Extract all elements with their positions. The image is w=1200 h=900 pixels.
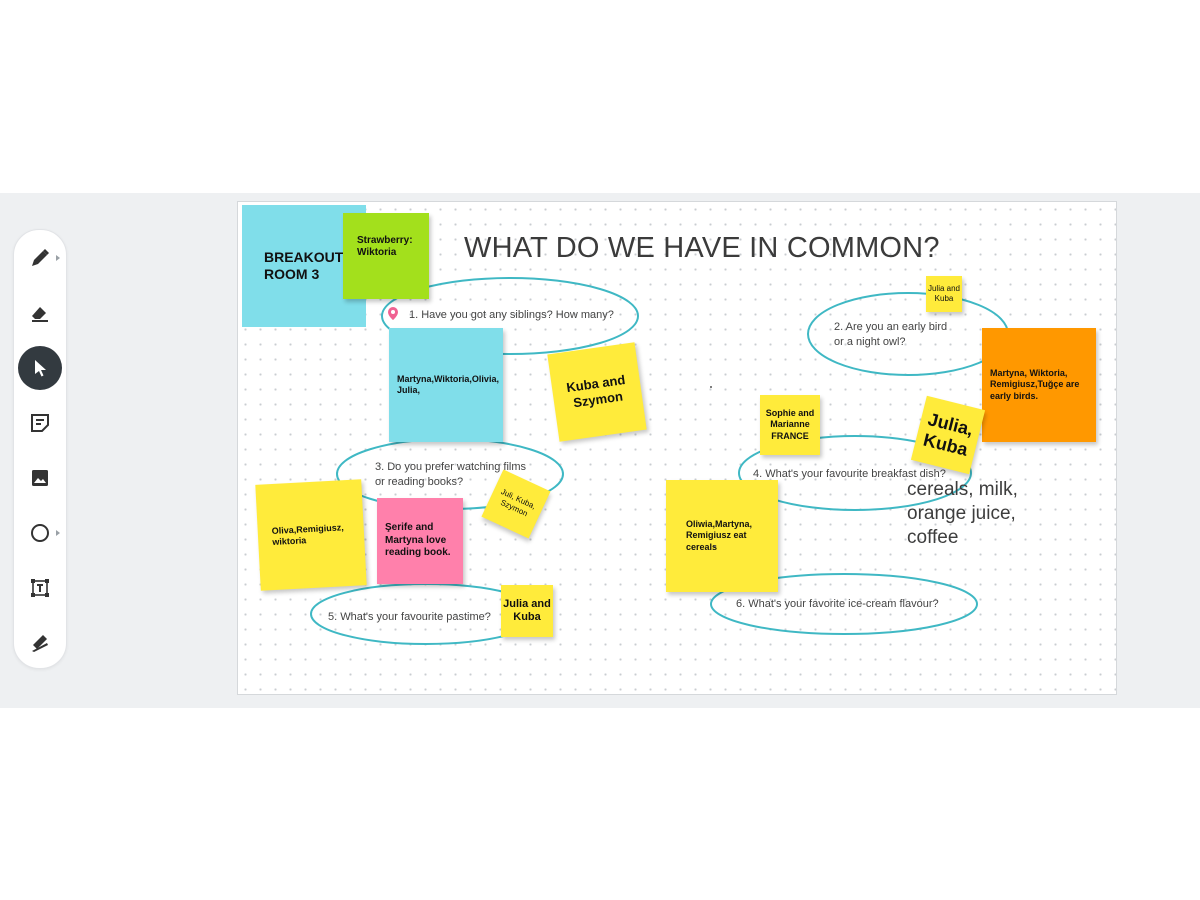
note-kuba-szymon[interactable]: Kuba and Szymon [547,342,647,442]
text-box-tool-button[interactable] [18,566,62,610]
pen-options-caret[interactable] [56,255,60,261]
image-tool-button[interactable] [18,456,62,500]
note-oliva-remigiusz[interactable]: Oliva,Remigiusz, wiktoria [255,479,367,591]
shape-tool-button[interactable] [18,511,62,555]
text-box-icon [31,579,49,597]
eraser-tool-button[interactable] [18,291,62,335]
breakout-room-label: BREAKOUT ROOM 3 [264,248,344,283]
highlighter-tool-button[interactable] [18,621,62,665]
note-oliwia-cereals[interactable]: Oliwia,Martyna, Remigiusz eat cereals [666,480,778,592]
stray-dot [714,545,716,547]
image-icon [32,470,48,486]
sticky-note-icon [31,414,49,432]
sticky-note-tool-button[interactable] [18,401,62,445]
select-tool-button[interactable] [18,346,62,390]
stray-dot [710,386,712,388]
board-title: WHAT DO WE HAVE IN COMMON? [464,232,940,264]
whiteboard-canvas[interactable]: WHAT DO WE HAVE IN COMMON? BREAKOUT ROOM… [237,201,1117,695]
breakfast-freetext[interactable]: cereals, milk, orange juice, coffee [907,479,1018,548]
question-3: 3. Do you prefer watching films or readi… [375,461,527,488]
loop-q1 [381,277,639,355]
drawing-toolbar [13,229,67,669]
question-5: 5. What's your favourite pastime? [328,611,491,623]
eraser-icon [32,307,48,322]
cursor-arrow-icon [35,360,46,377]
note-julia-kuba-small[interactable]: Julia and Kuba [926,276,962,312]
loop-q6 [710,573,978,635]
pen-tool-button[interactable] [18,236,62,280]
question-1: 1. Have you got any siblings? How many? [409,309,614,321]
shape-options-caret[interactable] [56,530,60,536]
circle-shape-icon [31,524,49,542]
highlighter-icon [32,635,48,652]
note-early-birds[interactable]: Martyna, Wiktoria, Remigiusz,Tuğçe are e… [982,328,1096,442]
pen-icon [32,249,49,266]
question-6: 6. What's your favorite ice-cream flavou… [736,598,939,610]
question-4: 4. What's your favourite breakfast dish? [753,468,946,480]
question-2: 2. Are you an early bird or a night owl? [834,321,948,348]
note-serife-martyna[interactable]: Şerife and Martyna love reading book. [377,498,463,584]
note-siblings[interactable]: Martyna,Wiktoria,Olivia, Julia, [389,328,503,442]
note-julia-kuba-pastime[interactable]: Julia and Kuba [501,585,553,637]
note-strawberry[interactable]: Strawberry: Wiktoria [343,213,429,299]
loop-q4 [738,435,972,511]
note-sophie-marianne[interactable]: Sophie and Marianne FRANCE [760,395,820,455]
